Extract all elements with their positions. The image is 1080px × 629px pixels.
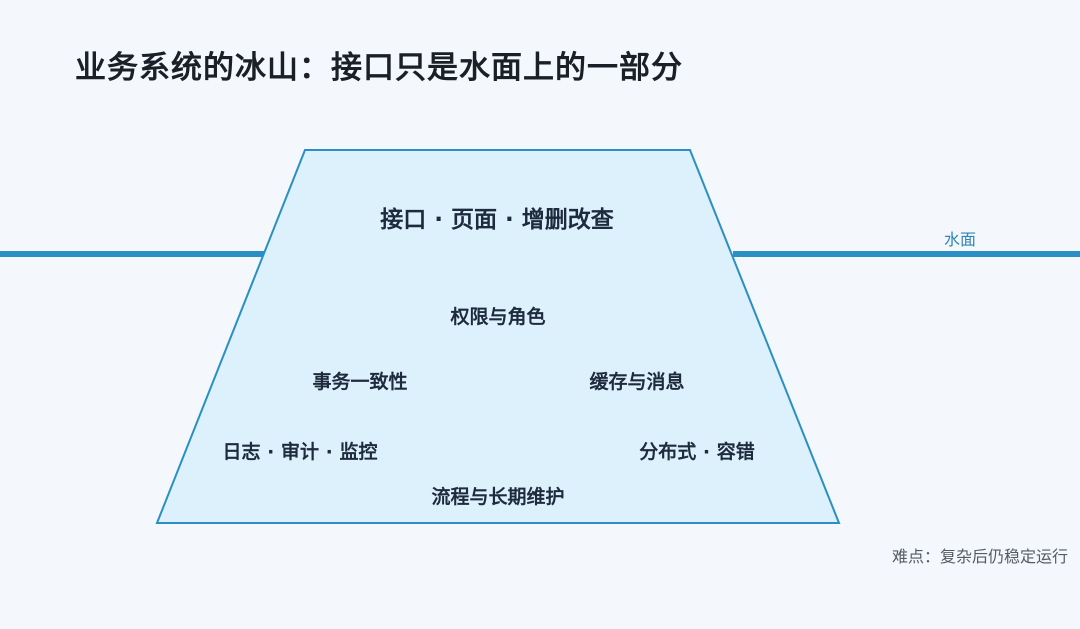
above-water-label: 接口 · 页面 · 增删改查 (380, 207, 614, 233)
distributed-label: 分布式 · 容错 (639, 441, 755, 463)
permissions-label: 权限与角色 (450, 306, 546, 328)
cache-messaging-label: 缓存与消息 (589, 371, 685, 393)
iceberg-shape (155, 149, 841, 524)
difficulty-note: 难点：复杂后仍稳定运行 (891, 547, 1068, 566)
transactions-label: 事务一致性 (312, 371, 408, 393)
diagram-title: 业务系统的冰山：接口只是水面上的一部分 (75, 50, 683, 86)
water-surface-label: 水面 (944, 230, 977, 249)
logging-audit-label: 日志 · 审计 · 监控 (222, 441, 378, 463)
workflow-label: 流程与长期维护 (431, 486, 565, 508)
